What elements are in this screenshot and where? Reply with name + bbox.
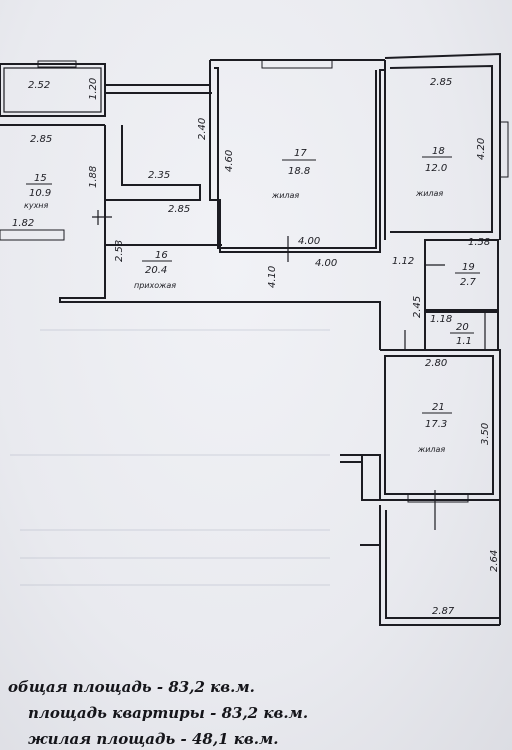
- room-number: 17: [294, 148, 307, 159]
- dim-label: 2.87: [432, 606, 455, 617]
- dim-label: 2.35: [148, 170, 170, 181]
- dim-label: 1.12: [392, 256, 414, 267]
- room-area: 2.7: [460, 277, 477, 288]
- room-label-18: 18 12.0 жилая: [415, 146, 452, 198]
- dim-label: 2.85: [168, 204, 190, 215]
- window: [499, 121, 509, 178]
- room-number: 19: [462, 262, 475, 273]
- room-number: 16: [155, 250, 168, 261]
- kitchen-balcony-door: [0, 229, 65, 241]
- room-area: 17.3: [425, 419, 447, 430]
- room-area: 12.0: [425, 163, 447, 174]
- dim-label: 4.00: [315, 258, 337, 269]
- room-label-17: 17 18.8 жилая: [271, 148, 316, 200]
- background-text: [10, 329, 330, 586]
- room-type: жилая: [271, 191, 299, 200]
- dim-label: 2.40: [197, 118, 208, 140]
- dim-label: 2.64: [489, 550, 500, 572]
- room-area: 1.1: [456, 336, 472, 347]
- dim-label: 2.45: [412, 296, 423, 318]
- room-number: 21: [432, 402, 445, 413]
- dim-label: 4.00: [298, 236, 320, 247]
- dim-label: 1.20: [88, 78, 99, 100]
- dim-label: 2.85: [430, 77, 452, 88]
- room-label-20: 20 1.1: [450, 322, 474, 347]
- room-number: 20: [456, 322, 469, 333]
- dim-label: 2.85: [30, 134, 52, 145]
- window: [37, 60, 77, 68]
- window: [407, 493, 469, 503]
- room-number: 15: [34, 173, 47, 184]
- room-area: 10.9: [29, 188, 51, 199]
- dim-label: 2.52: [28, 80, 50, 91]
- room-small-top-left: [0, 63, 106, 117]
- room-label-19: 19 2.7: [455, 262, 480, 288]
- room-label-15: 15 10.9 кухня: [24, 173, 52, 210]
- room-type: жилая: [417, 445, 445, 454]
- dim-label: 2.53: [114, 240, 125, 262]
- dim-label: 1.88: [88, 166, 99, 188]
- dim-label: 4.20: [476, 138, 487, 160]
- walls: [0, 52, 509, 626]
- room-label-16: 16 20.4 прихожая: [134, 250, 176, 290]
- living-area-text: жилая площадь - 48,1 кв.м.: [28, 730, 279, 748]
- dimension-labels: 2.52 1.20 2.85 2.40 4.60 4.20 2.85 2.35 …: [12, 77, 500, 617]
- apartment-area-text: площадь квартиры - 83,2 кв.м.: [28, 704, 309, 722]
- room-area: 20.4: [145, 265, 167, 276]
- room-number: 18: [432, 146, 445, 157]
- room-label-21: 21 17.3 жилая: [417, 402, 452, 454]
- dim-label: 1.58: [468, 237, 490, 248]
- room-type: жилая: [415, 189, 443, 198]
- room-labels: 15 10.9 кухня 16 20.4 прихожая 17 18.8 ж…: [24, 146, 480, 454]
- room-19: [424, 239, 499, 311]
- total-area-text: общая площадь - 83,2 кв.м.: [8, 678, 255, 696]
- dim-label: 2.80: [425, 358, 447, 369]
- dim-label: 4.60: [224, 150, 235, 172]
- dim-label: 1.18: [430, 314, 452, 325]
- dim-label: 1.82: [12, 218, 34, 229]
- room-type: прихожая: [134, 281, 176, 290]
- room-type: кухня: [24, 201, 49, 210]
- dim-label: 4.10: [267, 266, 278, 288]
- room-area: 18.8: [288, 166, 310, 177]
- dim-label: 3.50: [480, 423, 491, 445]
- window: [261, 59, 333, 69]
